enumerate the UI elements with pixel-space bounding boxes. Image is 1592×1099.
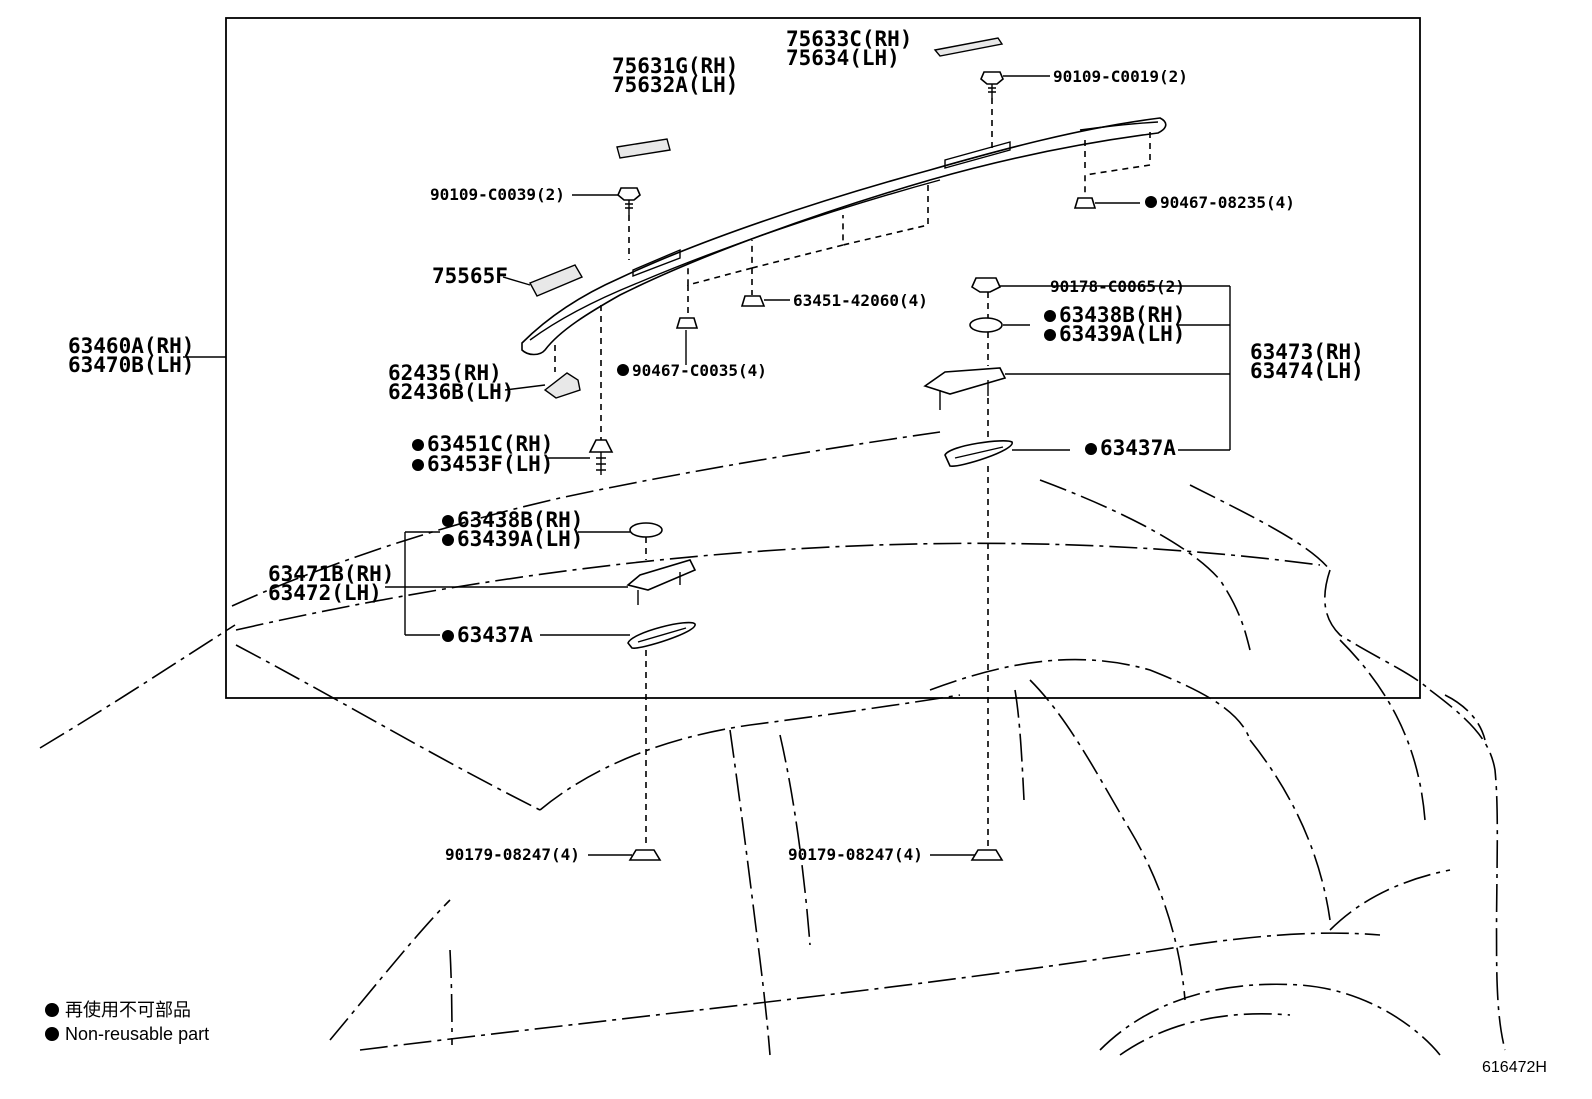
seal-63437-rear [944, 440, 1013, 467]
label-75565f: 75565F [432, 264, 508, 288]
label-63451-42060: 63451-42060(4) [793, 291, 928, 310]
legend: 再使用不可部品 Non-reusable part [45, 1000, 209, 1044]
non-reusable-mark [1044, 310, 1056, 322]
label-90467-c0035: 90467-C0035(4) [632, 361, 767, 380]
bracket-63473 [923, 367, 1007, 395]
bolt-90109-c0019 [980, 71, 1004, 98]
label-63472: 63472(LH) [268, 581, 382, 605]
legend-bullet [45, 1027, 59, 1041]
part-labels: 75633C(RH) 75634(LH) 75631G(RH) 75632A(L… [68, 27, 1364, 864]
label-75632a: 75632A(LH) [612, 73, 738, 97]
label-63439a-rear: 63439A(LH) [1059, 322, 1185, 346]
gasket-63438-front [629, 522, 663, 538]
label-63437a-rear: 63437A [1100, 436, 1176, 460]
cover-75633 [933, 37, 1004, 57]
clip-90467-c0035 [675, 317, 699, 329]
label-63471b: 63471B(RH) [268, 562, 394, 586]
leader-lines [385, 75, 1231, 856]
end-cap-62435 [543, 372, 581, 399]
label-90179-front: 90179-08247(4) [445, 845, 580, 864]
gasket-63438-rear [969, 317, 1003, 333]
label-75631g: 75631G(RH) [612, 54, 738, 78]
label-63437a-front: 63437A [457, 623, 533, 647]
detail-frame [225, 17, 1421, 699]
non-reusable-mark [1085, 443, 1097, 455]
legend-en: Non-reusable part [65, 1024, 209, 1044]
non-reusable-mark [442, 630, 454, 642]
label-63438b-rear: 63438B(RH) [1059, 303, 1185, 327]
non-reusable-mark [412, 459, 424, 471]
non-reusable-mark [617, 364, 629, 376]
non-reusable-mark [1145, 196, 1157, 208]
legend-jp: 再使用不可部品 [65, 1000, 191, 1020]
cover-75631 [616, 138, 671, 159]
clip-63451-42060 [740, 295, 766, 307]
label-63439a-front: 63439A(LH) [457, 527, 583, 551]
label-63460a: 63460A(RH) [68, 334, 194, 358]
label-90178: 90178-C0065(2) [1050, 277, 1185, 296]
label-63473: 63473(RH) [1250, 340, 1364, 364]
label-75634: 75634(LH) [786, 46, 900, 70]
car-body-outline [39, 431, 1506, 1056]
label-62436b: 62436B(LH) [388, 380, 514, 404]
label-62435: 62435(RH) [388, 361, 502, 385]
legend-bullet [45, 1003, 59, 1017]
label-90109-c0019: 90109-C0019(2) [1053, 67, 1188, 86]
nut-90179-front [628, 849, 662, 861]
clip-90467-08235 [1073, 197, 1097, 209]
label-63451c: 63451C(RH) [427, 432, 553, 456]
bracket-63471 [626, 559, 697, 591]
label-63453f: 63453F(LH) [427, 452, 553, 476]
non-reusable-mark [442, 515, 454, 527]
diagram-code: 616472H [1482, 1059, 1547, 1076]
label-90109-c0039: 90109-C0039(2) [430, 185, 565, 204]
nut-90178 [970, 277, 1002, 293]
non-reusable-mark [1044, 329, 1056, 341]
label-90179-rear: 90179-08247(4) [788, 845, 923, 864]
label-63470b: 63470B(LH) [68, 353, 194, 377]
assembly-lines [554, 98, 1151, 848]
bolt-90109-c0039 [617, 187, 641, 215]
label-90467-08235: 90467-08235(4) [1160, 193, 1295, 212]
label-63438b-front: 63438B(RH) [457, 508, 583, 532]
label-63474: 63474(LH) [1250, 359, 1364, 383]
nut-90179-rear [970, 849, 1004, 861]
roof-rail [521, 117, 1167, 356]
non-reusable-mark [442, 534, 454, 546]
clip-63451c [588, 439, 614, 475]
cover-75565 [529, 264, 584, 297]
label-75633c: 75633C(RH) [786, 27, 912, 51]
non-reusable-mark [412, 439, 424, 451]
